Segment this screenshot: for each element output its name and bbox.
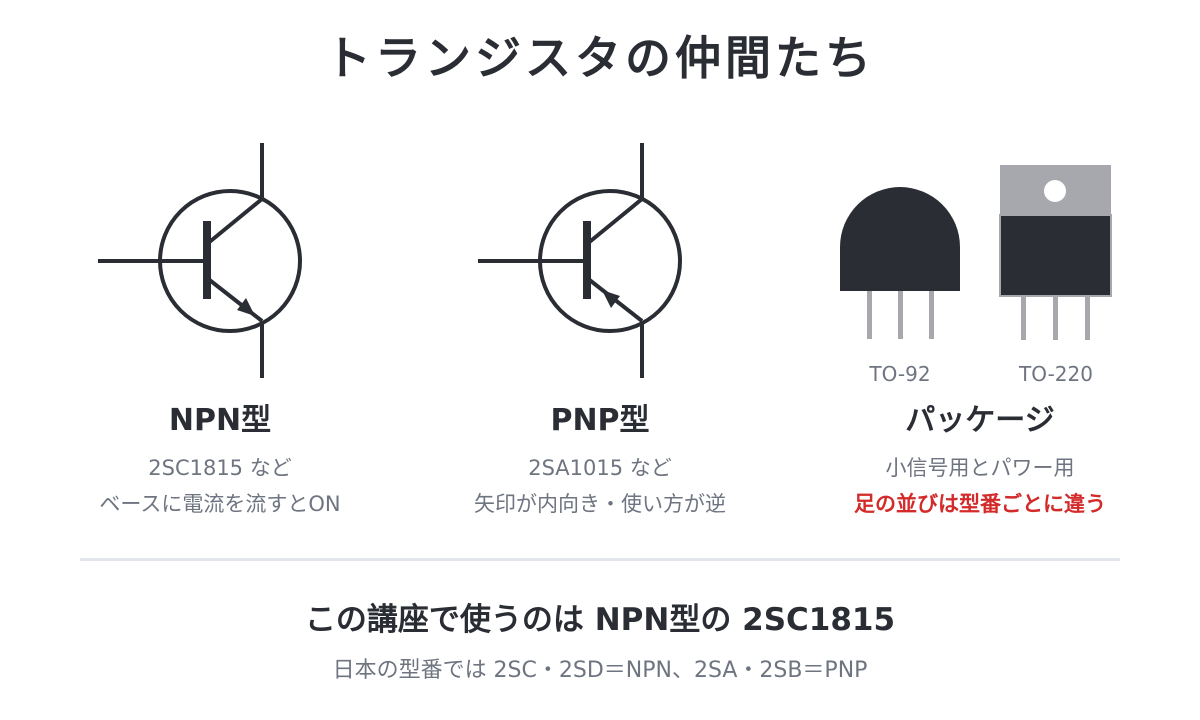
to92-package-icon bbox=[840, 187, 960, 339]
course-note: この講座で使うのは NPN型の 2SC1815 bbox=[304, 602, 896, 638]
npn-emitter-arrow bbox=[237, 298, 255, 316]
to220-lead-3 bbox=[1085, 296, 1090, 340]
package-title: パッケージ bbox=[905, 403, 1055, 438]
to92-lead-1 bbox=[867, 291, 872, 339]
npn-example: 2SC1815 など bbox=[148, 456, 292, 480]
to220-body bbox=[999, 214, 1112, 297]
npn-info: NPN型 2SC1815 など ベースに電流を流すとON bbox=[30, 400, 410, 522]
to220-package-icon bbox=[999, 165, 1112, 340]
section-divider bbox=[80, 558, 1120, 561]
package-warning: 足の並びは型番ごとに違う bbox=[854, 492, 1106, 516]
package-info: パッケージ 小信号用とパワー用 足の並びは型番ごとに違う bbox=[790, 400, 1170, 522]
naming-note: 日本の型番では 2SC・2SD＝NPN、2SA・2SB＝PNP bbox=[332, 658, 868, 683]
npn-title: NPN型 bbox=[168, 403, 272, 438]
pnp-title: PNP型 bbox=[550, 403, 650, 438]
npn-transistor-symbol bbox=[98, 143, 302, 378]
pnp-collector-diag bbox=[585, 197, 644, 246]
package-description: 小信号用とパワー用 bbox=[885, 456, 1075, 480]
to220-lead-2 bbox=[1053, 296, 1058, 340]
to220-lead-1 bbox=[1021, 296, 1026, 340]
npn-description: ベースに電流を流すとON bbox=[99, 492, 341, 516]
pnp-info: PNP型 2SA1015 など 矢印が内向き・使い方が逆 bbox=[410, 400, 790, 522]
to92-body bbox=[840, 187, 960, 291]
to92-lead-3 bbox=[929, 291, 934, 339]
pnp-emitter-arrow bbox=[602, 290, 620, 308]
npn-collector-diag bbox=[205, 197, 264, 246]
to92-label: TO-92 bbox=[869, 362, 931, 386]
page-title: トランジスタの仲間たち bbox=[325, 31, 875, 85]
to220-label: TO-220 bbox=[1019, 362, 1093, 386]
pnp-description: 矢印が内向き・使い方が逆 bbox=[474, 492, 726, 516]
pnp-example: 2SA1015 など bbox=[528, 456, 672, 480]
pnp-transistor-symbol bbox=[478, 143, 682, 378]
to92-lead-2 bbox=[898, 291, 903, 339]
to220-mounting-hole bbox=[1044, 180, 1066, 202]
